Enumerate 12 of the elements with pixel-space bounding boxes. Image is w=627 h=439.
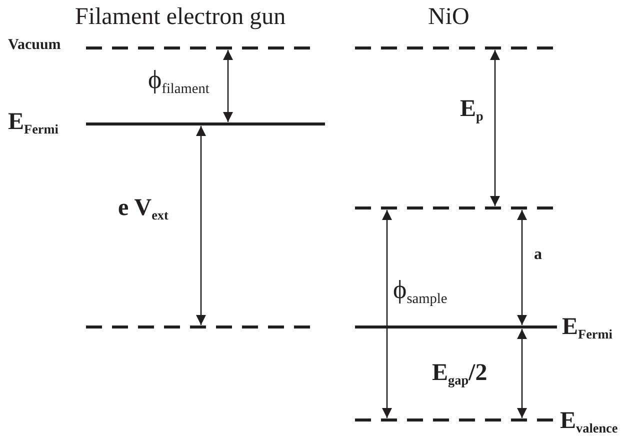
- level-label: E$_{valence}$: [560, 408, 618, 436]
- quantity-label: E$_{p}$: [460, 96, 484, 124]
- level-label: E$_{Fermi}$: [8, 109, 58, 138]
- level-label: E$_{Fermi}$: [562, 314, 612, 342]
- quantity-label: ϕ$_{sample}$: [393, 276, 448, 308]
- quantity-label: E$_{gap}$/2: [432, 360, 488, 388]
- column-heading: NiO: [428, 4, 470, 30]
- quantity-label: e V$_{ext}$: [118, 195, 168, 224]
- quantity-label: a: [534, 246, 542, 264]
- level-label: Vacuum: [8, 37, 61, 54]
- column-heading: Filament electron gun: [75, 4, 286, 30]
- quantity-label: ϕ$_{filament}$: [148, 66, 210, 98]
